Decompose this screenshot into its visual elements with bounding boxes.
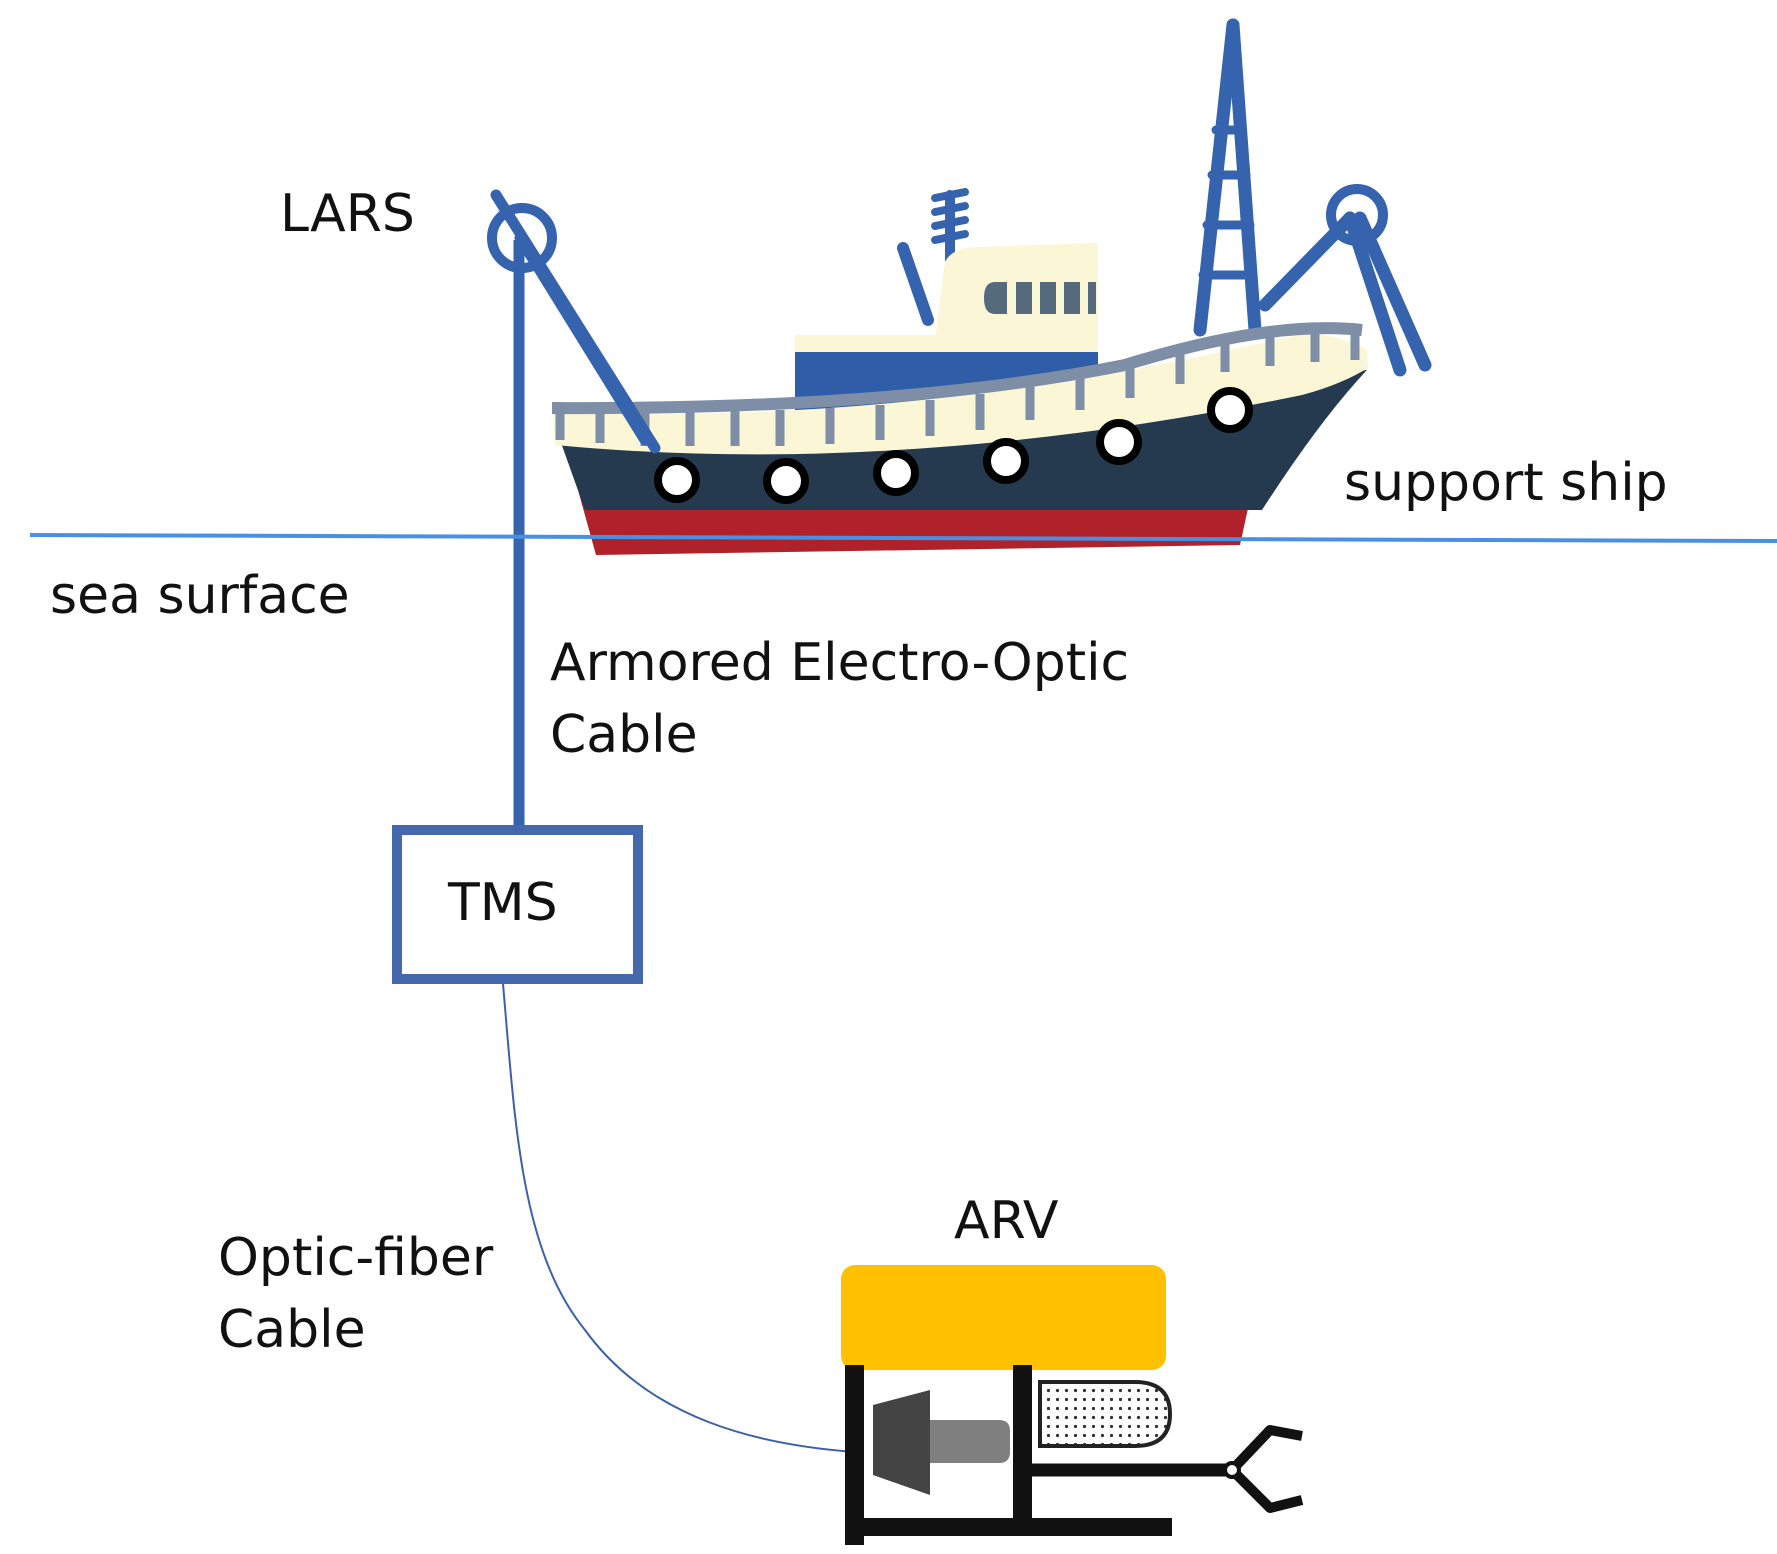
stern-crane (1258, 184, 1432, 377)
ship-lower-cabin-top (795, 335, 1098, 353)
arv-gripper-joint (1223, 1461, 1241, 1479)
arv-float (841, 1265, 1166, 1370)
arv-label: ARV (954, 1191, 1059, 1251)
optic-fiber-cable (502, 983, 856, 1453)
tms-box (392, 825, 643, 984)
armored-cable-label-line2: Cable (550, 705, 698, 765)
bridge-windows (984, 282, 1096, 314)
sea-surface-line (29, 533, 1777, 543)
armored-cable-label-line1: Armored Electro-Optic (550, 633, 1130, 693)
support-ship-icon (551, 18, 1432, 555)
arv-camera (930, 1420, 1010, 1463)
ship-portholes (654, 387, 1253, 504)
lars-label: LARS (280, 184, 415, 244)
ship-railing (551, 322, 1363, 446)
arv-vehicle-icon (841, 1265, 1304, 1545)
ship-mast (1193, 18, 1262, 337)
optic-fiber-label-line2: Cable (218, 1300, 366, 1360)
ship-antenna (897, 188, 969, 326)
arv-sensor-pod (1038, 1380, 1173, 1448)
ship-hull-cream (553, 333, 1368, 455)
sea-surface-label: sea surface (50, 566, 350, 626)
optic-fiber-label-line1: Optic-fiber (218, 1228, 494, 1288)
tms-label: TMS (448, 873, 558, 933)
arv-thruster (873, 1390, 930, 1495)
support-ship-label: support ship (1344, 453, 1668, 513)
arv-gripper (1227, 1425, 1304, 1513)
arv-frame (845, 1365, 1172, 1545)
